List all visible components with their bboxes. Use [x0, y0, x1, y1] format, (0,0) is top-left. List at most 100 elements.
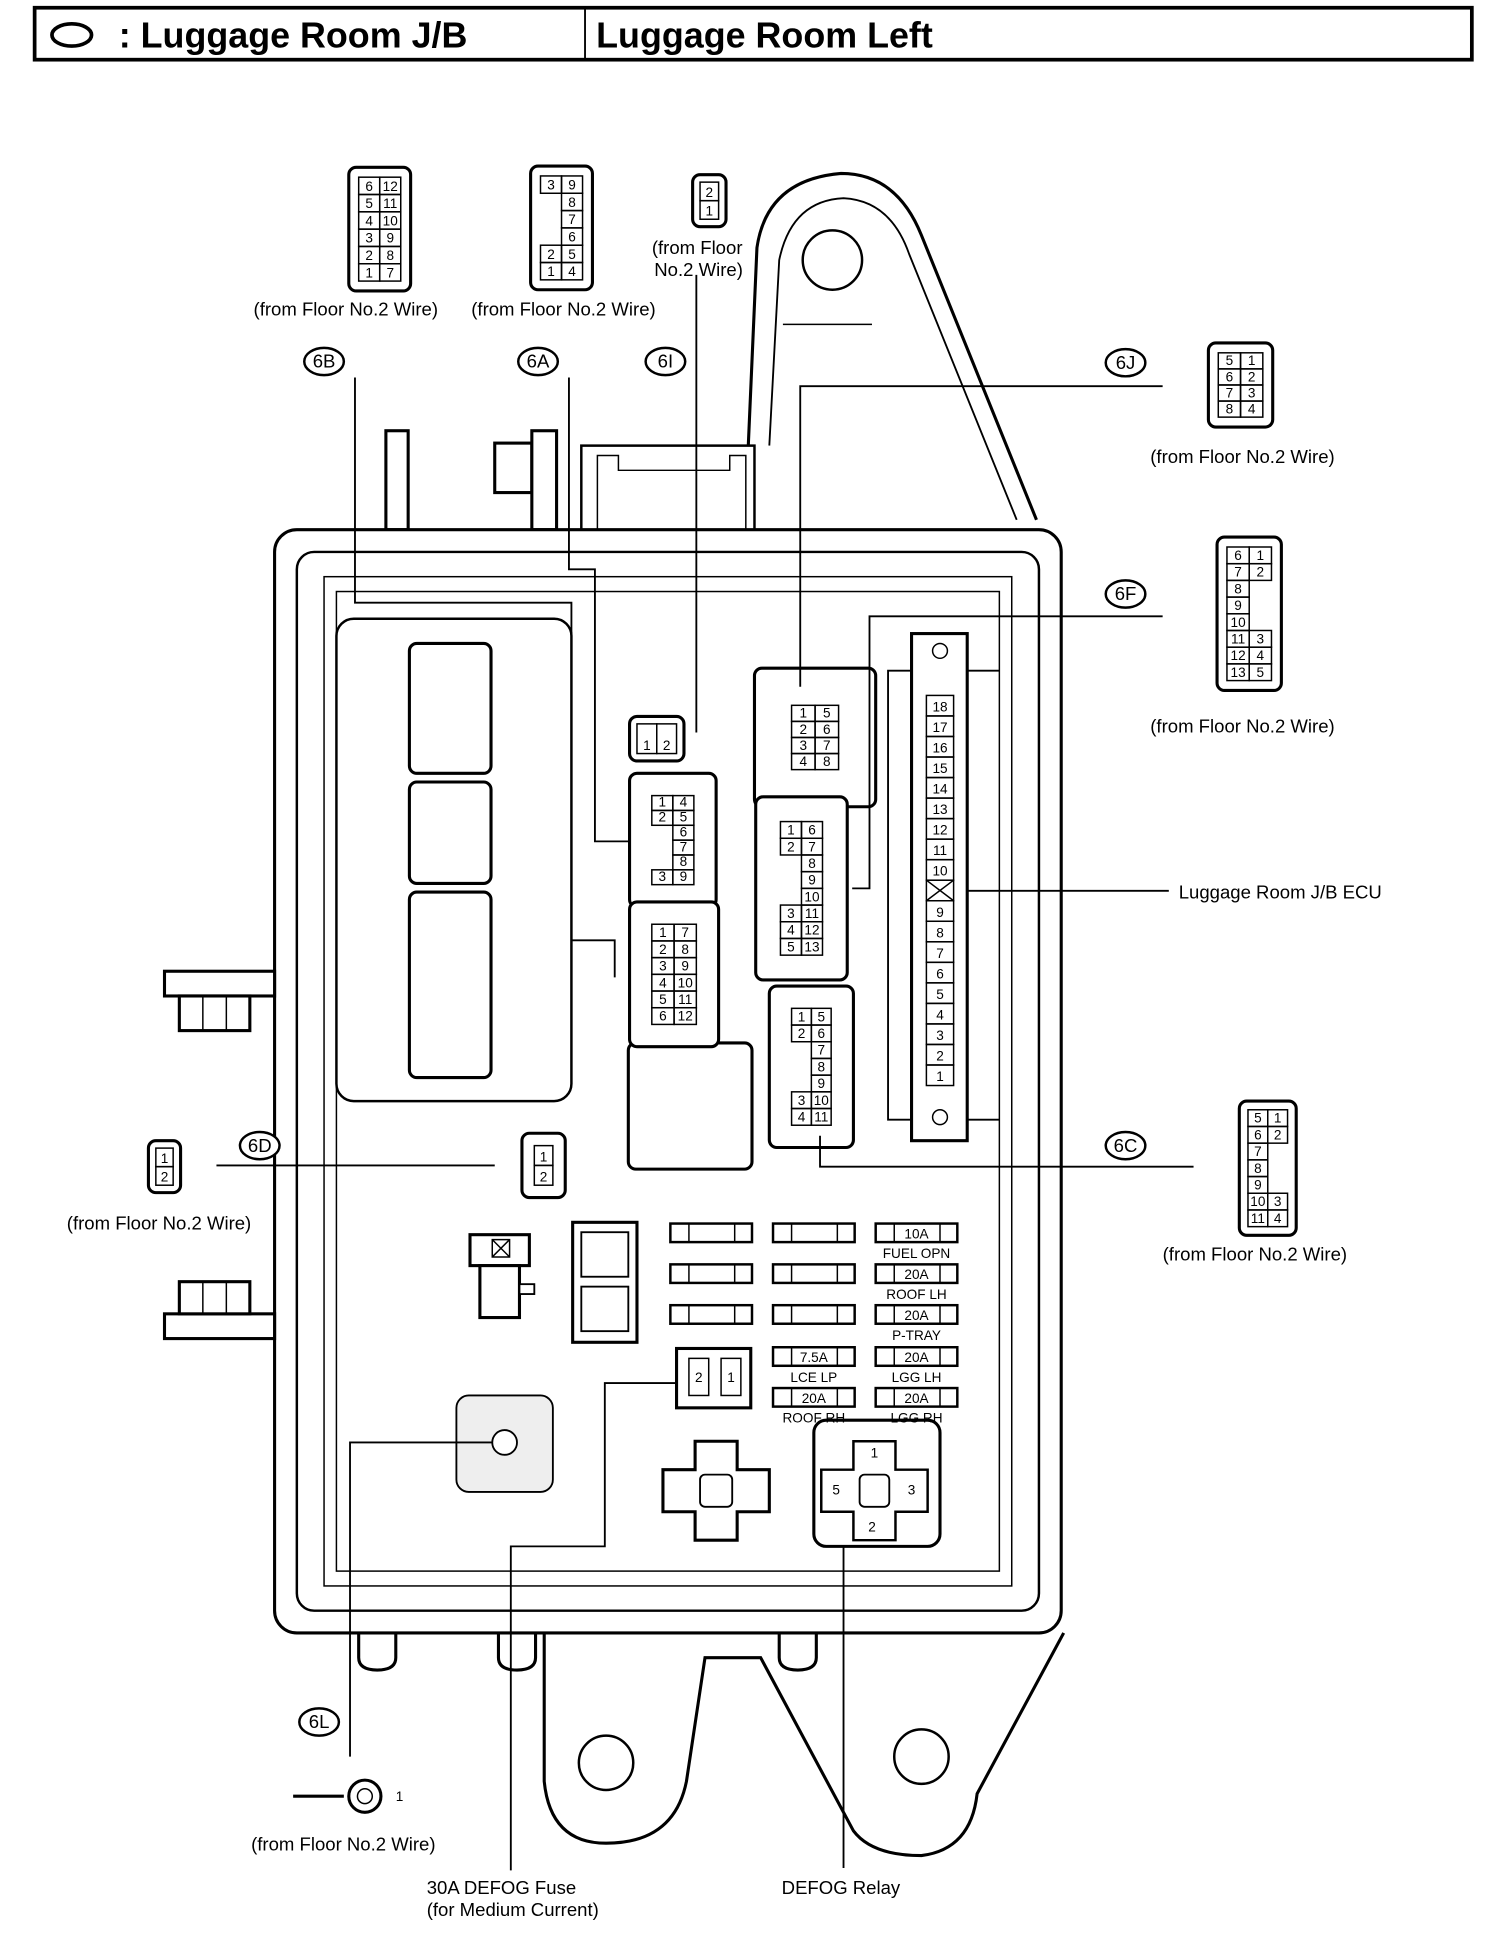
ecu-pin-number: 16	[932, 741, 947, 756]
pin-number: 2	[659, 942, 667, 957]
pin-number: 5	[787, 939, 795, 954]
pin-number: 2	[706, 185, 714, 200]
ecu-pin-number: 6	[936, 966, 944, 981]
connector-code: 6L	[309, 1711, 330, 1732]
fuse-name: LGG LH	[892, 1370, 942, 1385]
pin-number: 6	[680, 824, 688, 839]
pin-number: 10	[383, 213, 399, 228]
pin-cell	[560, 261, 584, 281]
header: : Luggage Room J/B Luggage Room Left	[32, 5, 1474, 62]
pin-number: 10	[678, 975, 694, 990]
pin-number: 1	[540, 1150, 548, 1165]
pin-number: 3	[787, 906, 795, 921]
pin-number: 8	[1234, 581, 1242, 596]
pin-number: 5	[680, 810, 688, 825]
ecu-pin-number: 12	[932, 823, 947, 838]
pin-cell	[155, 1165, 174, 1186]
pin-number: 1	[643, 738, 651, 753]
connector-code-badge-6a: 6A	[517, 346, 560, 377]
source-note-6i-line2: No.2 Wire)	[654, 259, 743, 280]
pin-number: 2	[547, 247, 555, 262]
pin-number: 7	[386, 265, 394, 280]
pin-number: 12	[383, 179, 398, 194]
pin-number: 1	[798, 1009, 806, 1024]
external-connector-6d: 12	[146, 1139, 183, 1195]
pin-number: 6	[659, 1009, 667, 1024]
pin-number: 6	[808, 823, 816, 838]
pin-number: 8	[680, 854, 688, 869]
pin-number: 2	[659, 810, 667, 825]
pin-cell	[656, 723, 678, 755]
ecu-pin-number: 14	[932, 782, 948, 797]
connector-code: 6I	[658, 351, 673, 372]
pin-6l: 1	[396, 1789, 404, 1804]
defog-relay-label: DEFOG Relay	[782, 1877, 901, 1898]
pin-number: 1	[1274, 1111, 1282, 1126]
pin-number: 3	[365, 231, 373, 246]
ecu-pin-number: 2	[936, 1049, 944, 1064]
fuse-amperage: 20A	[904, 1308, 929, 1323]
pin-cell	[1267, 1209, 1289, 1228]
source-note-6l: (from Floor No.2 Wire)	[251, 1834, 435, 1855]
connector-symbol-icon	[50, 21, 94, 48]
pin-number: 1	[800, 706, 808, 721]
ecu-pin-number: 18	[932, 700, 947, 715]
connector-code: 6B	[313, 351, 336, 372]
pin-number: 4	[787, 923, 795, 938]
pin-number: 12	[1231, 648, 1246, 663]
pin-number: 1	[659, 795, 667, 810]
source-note-6i-line1: (from Floor	[652, 237, 743, 258]
pin-number: 2	[798, 1026, 806, 1041]
pin-number: 11	[1251, 1211, 1265, 1226]
fuse	[771, 1263, 856, 1285]
unused-pin-icon	[925, 879, 955, 902]
pin-cell	[800, 937, 824, 956]
fuse-name: LCE LP	[790, 1370, 837, 1385]
pin-number: 6	[823, 722, 831, 737]
pin-number: 5	[659, 992, 667, 1007]
pin-number: 2	[365, 248, 373, 263]
pin-number: 9	[681, 959, 689, 974]
pin-number: 6	[365, 179, 373, 194]
pin-number: 2	[1274, 1127, 1282, 1142]
pin-number: 5	[1257, 665, 1265, 680]
ecu-pin-number: 1	[936, 1069, 944, 1084]
pin-cell	[1267, 1125, 1289, 1144]
pin-number: 2	[1257, 565, 1265, 580]
pin-number: 4	[365, 213, 373, 228]
ecu-pin	[925, 1064, 955, 1087]
pin-number: 3	[659, 959, 667, 974]
connector-code-badge-6l: 6L	[298, 1707, 341, 1737]
ecu-pin-number: 15	[932, 761, 947, 776]
pin-number: 7	[808, 839, 816, 854]
connector-code-badge-6b: 6B	[303, 346, 346, 377]
connector-code: 6D	[248, 1135, 272, 1156]
pin-number: 4	[659, 975, 667, 990]
pin-number: 6	[817, 1026, 825, 1041]
fuse-amperage: 10A	[904, 1226, 929, 1241]
pin-number: 6	[1234, 548, 1242, 563]
pin-number: 8	[1226, 401, 1234, 416]
pin-number: 9	[386, 231, 394, 246]
pin-number: 3	[659, 869, 667, 884]
pin-number: 4	[798, 1110, 806, 1125]
source-note-6d: (from Floor No.2 Wire)	[67, 1213, 251, 1234]
pin-number: 6	[1226, 369, 1234, 384]
pin-number: 7	[817, 1043, 825, 1058]
fuse	[771, 1222, 856, 1244]
connector-code: 6J	[1116, 352, 1136, 373]
defog-fuse-sublabel: (for Medium Current)	[427, 1899, 599, 1920]
pin-number: 4	[568, 264, 576, 279]
pin-number: 9	[568, 178, 576, 193]
relay-pin-number: 3	[908, 1482, 916, 1497]
